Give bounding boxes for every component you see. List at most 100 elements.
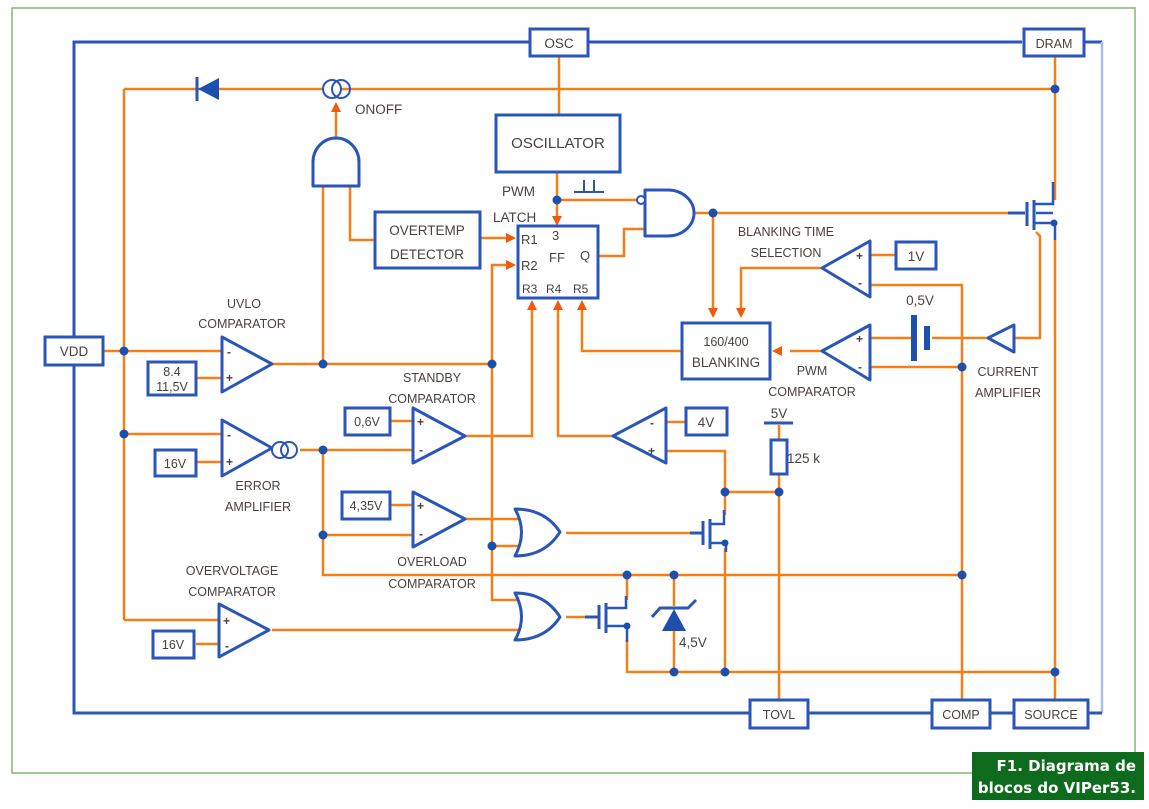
overvoltage-mosfet-icon (585, 596, 631, 642)
overload-mosfet-icon (690, 510, 729, 552)
pin-tovl: TOVL (748, 698, 810, 730)
wire-q-and (598, 227, 645, 258)
arrow-r4 (553, 300, 563, 310)
junction-dots (119, 84, 1060, 677)
arrow-r3 (527, 300, 537, 310)
fourv-minus-sign: - (650, 416, 654, 430)
ovp-plus-sign: + (223, 614, 230, 628)
error-amp-ref-label: 16V (164, 457, 187, 471)
package-bus-left (72, 40, 750, 715)
overtemp-label-2: DETECTOR (390, 247, 464, 262)
uvlo-comparator: - + (220, 335, 274, 394)
junction (318, 530, 328, 540)
arrow-blank-2 (736, 308, 746, 318)
ff-r4: R4 (546, 282, 562, 296)
overvoltage-label-2: COMPARATOR (188, 585, 276, 599)
overload-label-2: COMPARATOR (388, 577, 476, 591)
main-power-mosfet-icon (1008, 182, 1058, 240)
uvlo-minus-sign: - (227, 345, 231, 359)
wire-r2-bus (490, 364, 520, 602)
flip-flop-block: R1 3 R2 FF Q R3 R4 R5 (516, 224, 600, 300)
caption-line-1: F1. Diagrama de (997, 757, 1136, 775)
err-minus-sign: - (227, 428, 231, 442)
pin-comp: COMP (930, 698, 992, 730)
standby-plus-sign: + (417, 415, 424, 429)
blanking-time-comparator: + - (820, 239, 872, 299)
wire-sense (1014, 231, 1042, 340)
bts-minus-sign: - (858, 276, 862, 290)
overtemp-label-1: OVERTEMP (389, 223, 465, 238)
overtemp-detector-block: OVERTEMP DETECTOR (373, 210, 482, 270)
junction (774, 487, 784, 497)
error-amp-reference: 16V (153, 448, 198, 478)
overload-ref-label: 4,35V (350, 499, 383, 513)
onoff-current-source-icon (322, 79, 351, 99)
junction (622, 570, 632, 580)
current-source-icon (280, 441, 298, 459)
bts-plus-sign: + (856, 249, 863, 263)
arrow-onoff (331, 102, 341, 112)
pwm-latch-label-1: PWM (502, 184, 535, 199)
caption-line-2: blocos do VIPer53. (978, 779, 1136, 797)
junction (119, 429, 129, 439)
arrow-blank-1 (708, 308, 718, 318)
wire-bts-minus (870, 283, 964, 700)
junction (669, 570, 679, 580)
arrow-r2 (506, 260, 516, 270)
pwm-plus-sign: + (856, 332, 863, 346)
wire-4v-comp-out (556, 310, 612, 438)
wire-4v-comp-plus (666, 449, 779, 494)
figure-frame (11, 7, 1136, 774)
oscillator-label: OSCILLATOR (511, 135, 605, 152)
junction (720, 667, 730, 677)
standby-ref-label: 0,6V (354, 415, 380, 429)
overload-label-1: OVERLOAD (397, 555, 466, 569)
pwm-and-gate (636, 188, 696, 238)
ff-r3: R3 (522, 282, 538, 296)
junction (669, 667, 679, 677)
ff-r2: R2 (521, 258, 538, 273)
arrow-pwm-blank (772, 346, 782, 356)
uvlo-reference: 8.4 11,5V (146, 360, 198, 397)
pwm-latch-label-2: LATCH (493, 210, 536, 225)
current-amp-label-1: CURRENT (977, 365, 1038, 379)
standby-label-1: STANDBY (403, 371, 462, 385)
pin-dram-label: DRAM (1036, 37, 1073, 51)
blanking-label-2: BLANKING (692, 355, 760, 370)
zener-diode-icon (650, 598, 698, 631)
one-volt-ref-label: 1V (908, 249, 925, 264)
pwm-comparator-label-1: PWM (797, 364, 828, 378)
wire-r2-in (490, 263, 512, 364)
overload-comparator: + - (411, 490, 467, 549)
junction (318, 359, 328, 369)
junction (487, 541, 497, 551)
junction (708, 208, 718, 218)
wire-standby-out (466, 310, 534, 438)
ovp-minus-sign: - (225, 639, 229, 653)
clock-pulse-icon (574, 180, 604, 193)
pin-osc: OSC (528, 27, 590, 58)
battery-icon (911, 315, 930, 361)
arrow-latch (552, 216, 562, 226)
wire-bts-out (739, 266, 822, 310)
standby-reference: 0,6V (343, 406, 392, 437)
standby-minus-sign: - (419, 443, 423, 457)
oscillator-block: OSCILLATOR (494, 113, 622, 174)
ff-r1: R1 (521, 232, 538, 247)
current-amp-label-2: AMPLIFIER (975, 386, 1041, 400)
uvlo-plus-sign: + (226, 371, 233, 385)
error-amplifier: - + (220, 418, 298, 478)
wire-ground-rail (625, 640, 1055, 674)
inverter-bubble (636, 195, 646, 205)
pin-osc-label: OSC (544, 36, 574, 51)
pin-vdd: VDD (43, 335, 105, 367)
overload-plus-sign: + (417, 499, 424, 513)
junction (487, 359, 497, 369)
pin-comp-label: COMP (942, 708, 980, 722)
blanking-time-label-2: SELECTION (751, 246, 822, 260)
overvoltage-label-1: OVERVOLTAGE (186, 564, 278, 578)
junction (552, 195, 562, 205)
standby-comparator: + - (411, 406, 467, 465)
current-amplifier (986, 323, 1016, 354)
